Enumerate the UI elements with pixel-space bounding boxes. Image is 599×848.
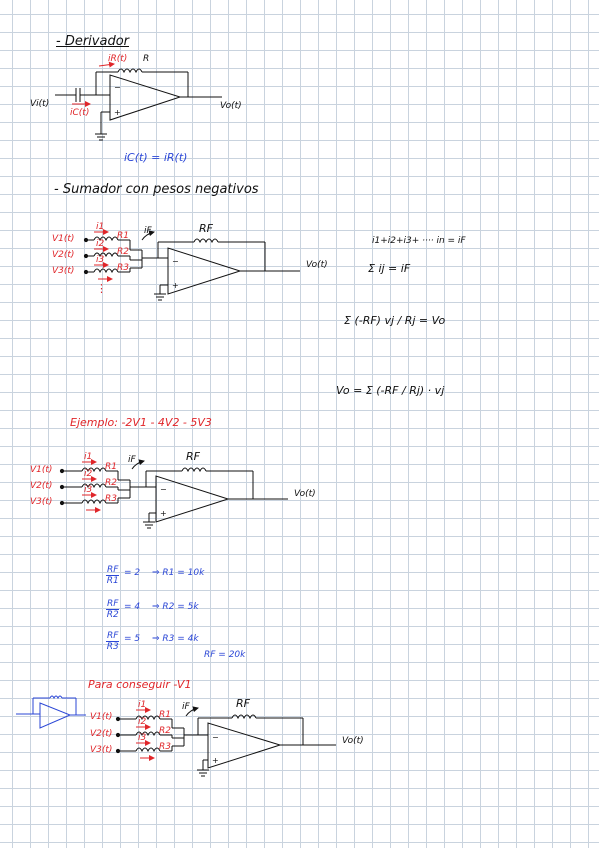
equation-kcl: i1+i2+i3+ ···· in = iF (372, 236, 466, 246)
svg-text:+: + (114, 108, 121, 117)
label-v3: V3(t) (90, 745, 113, 755)
label-v1: V1(t) (90, 712, 113, 722)
ratio-1-fraction: RF R1 (106, 565, 120, 586)
ratio-numerator: RF (106, 565, 120, 576)
label-vi: Vi(t) (30, 99, 50, 109)
sumador-current-arrows (94, 229, 113, 282)
label-v2: V2(t) (30, 481, 53, 491)
final-if-arrow (185, 706, 199, 717)
label-if: iF (128, 455, 136, 465)
svg-text:−: − (212, 733, 219, 742)
heading-derivador: - Derivador (56, 34, 129, 49)
sumador-circuit: − + (83, 236, 300, 301)
ratio-3-value: = 5 (124, 634, 141, 644)
ratio-3-fraction: RF R3 (106, 631, 120, 652)
label-r2: R2 (117, 247, 129, 257)
final-circuit: − + (115, 714, 336, 777)
label-i2: i2 (84, 469, 93, 479)
label-i3: i3 (84, 485, 93, 495)
ratio-2-value: = 4 (124, 602, 141, 612)
vertical-dots: ⋮ (96, 282, 107, 295)
label-r: R (143, 54, 150, 64)
label-r3: R3 (117, 263, 129, 273)
sumador-if-arrow (141, 230, 155, 241)
ratio-2-fraction: RF R2 (106, 599, 120, 620)
heading-para-conseguir: Para conseguir -V1 (88, 678, 192, 691)
svg-text:−: − (160, 485, 167, 494)
label-r2: R2 (159, 726, 171, 736)
ratio-numerator: RF (106, 631, 120, 642)
ratio-denominator: R1 (106, 576, 119, 586)
label-rf: RF (236, 697, 250, 710)
ratio-numerator: RF (106, 599, 120, 610)
label-r3: R3 (105, 494, 117, 504)
ratio-denominator: R2 (106, 610, 119, 620)
label-vo: Vo(t) (306, 260, 328, 270)
label-vo: Vo(t) (294, 489, 316, 499)
equation-sum-v: Σ (-RF) vj / Rj = Vo (344, 314, 446, 327)
heading-ejemplo: Ejemplo: -2V1 - 4V2 - 5V3 (70, 416, 212, 429)
svg-text:−: − (172, 257, 179, 266)
label-vo: Vo(t) (220, 101, 242, 111)
label-v1: V1(t) (52, 234, 75, 244)
label-i1: i1 (96, 222, 105, 232)
label-if: iF (144, 226, 152, 236)
svg-text:+: + (160, 509, 167, 518)
label-v2: V2(t) (90, 729, 113, 739)
label-r1: R1 (105, 462, 117, 472)
ratio-1-result: ⇒ R1 = 10k (152, 568, 205, 578)
label-vo: Vo(t) (342, 736, 364, 746)
derivador-current-arrows (72, 61, 115, 107)
label-v2: V2(t) (52, 250, 75, 260)
svg-text:+: + (172, 281, 179, 290)
derivador-equation: iC(t) = iR(t) (124, 151, 188, 164)
label-if: iF (182, 702, 190, 712)
label-rf: RF (186, 450, 200, 463)
label-r3: R3 (159, 742, 171, 752)
label-v3: V3(t) (52, 266, 75, 276)
ratio-2-result: ⇒ R2 = 5k (152, 602, 199, 612)
label-r2: R2 (105, 478, 117, 488)
ejemplo-circuit: − + (59, 467, 288, 529)
label-i1: i1 (84, 452, 93, 462)
label-ir: iR(t) (108, 54, 128, 64)
label-v1: V1(t) (30, 465, 53, 475)
ejemplo-if-arrow (131, 459, 145, 470)
label-i3: i3 (96, 255, 105, 265)
svg-text:+: + (212, 756, 219, 765)
label-r1: R1 (159, 710, 171, 720)
ratio-denominator: R3 (106, 642, 119, 652)
label-i1: i1 (138, 700, 147, 710)
equation-vo-final: Vo = Σ (-RF / Rj) · vj (336, 384, 445, 397)
rf-value: RF = 20k (204, 650, 246, 660)
label-i3: i3 (138, 733, 147, 743)
label-ic: iC(t) (70, 108, 90, 118)
derivador-circuit: − + (55, 68, 222, 141)
label-i2: i2 (138, 717, 147, 727)
ratio-3-result: ⇒ R3 = 4k (152, 634, 199, 644)
final-current-arrows (136, 707, 155, 761)
heading-sumador: - Sumador con pesos negativos (54, 182, 259, 197)
ratio-1-value: = 2 (124, 568, 141, 578)
equation-sum-i: Σ ij = iF (368, 262, 411, 275)
ejemplo-current-arrows (82, 459, 101, 513)
inverter-block (16, 695, 86, 729)
label-i2: i2 (96, 239, 105, 249)
svg-text:−: − (114, 83, 121, 92)
label-rf: RF (199, 222, 213, 235)
label-v3: V3(t) (30, 497, 53, 507)
label-r1: R1 (117, 231, 129, 241)
